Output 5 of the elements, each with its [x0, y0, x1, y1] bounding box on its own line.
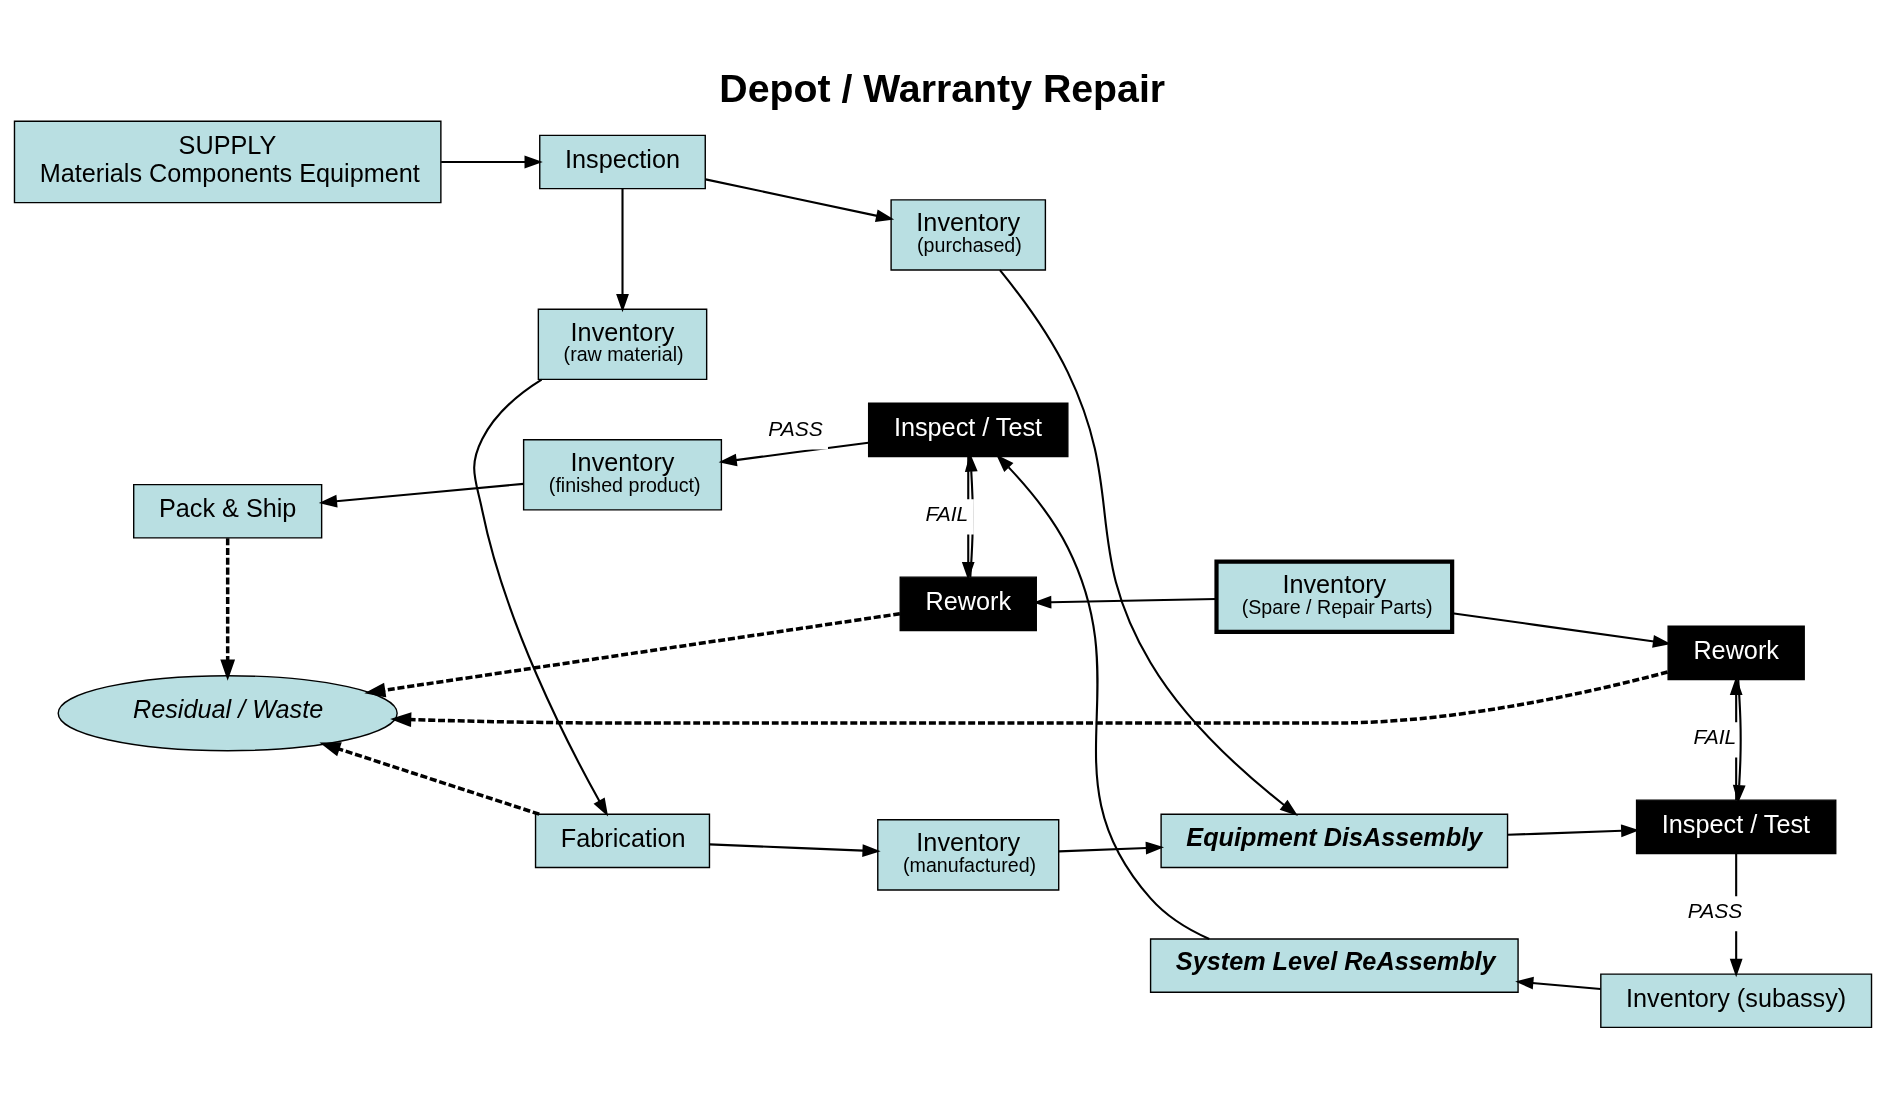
edge-label: FAIL — [1693, 724, 1737, 748]
edge-label: PASS — [1687, 898, 1743, 922]
edge-label: PASS — [768, 416, 823, 440]
edge-label: FAIL — [925, 501, 969, 525]
diagram-title: Depot / Warranty Repair — [719, 65, 1166, 110]
